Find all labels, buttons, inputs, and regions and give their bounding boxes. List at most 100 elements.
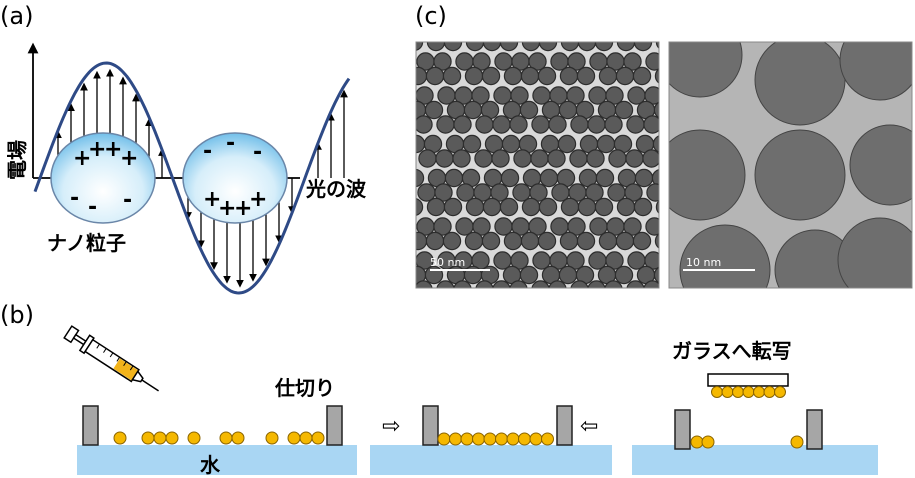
tem-particle	[605, 251, 624, 270]
nanoparticle	[449, 432, 462, 446]
tem-particle	[655, 200, 659, 214]
tem-particle	[675, 300, 692, 317]
tem-particle	[558, 100, 578, 120]
tem-particle	[570, 115, 589, 134]
tem-particle	[490, 183, 509, 202]
tem-particle	[531, 280, 550, 288]
tem-particle	[491, 149, 510, 168]
glass-substrate	[707, 373, 789, 387]
tem-particle	[642, 149, 659, 168]
tem-particle	[407, 300, 424, 317]
tem-particle	[566, 251, 585, 270]
nanoparticle-right	[182, 132, 288, 224]
nanoparticle	[495, 432, 508, 446]
tem-particle	[633, 197, 653, 217]
tem-particle	[513, 149, 532, 168]
nanoparticle	[506, 432, 520, 446]
nanoparticle	[265, 431, 279, 445]
tem-particle	[632, 66, 652, 86]
tem-particle	[435, 149, 454, 168]
tem-particle	[471, 86, 490, 105]
tem-particle	[481, 231, 501, 251]
tem-particle	[503, 231, 523, 251]
tem-particle	[570, 280, 589, 288]
tem-particle	[416, 168, 425, 188]
tem-particle	[509, 115, 528, 134]
tem-particle	[433, 217, 452, 236]
tem-particle	[559, 66, 579, 86]
tem-particle	[624, 183, 643, 202]
tem-particle	[436, 115, 455, 134]
tem-particle	[520, 66, 540, 86]
tem-particle	[754, 42, 846, 126]
tem-particle	[530, 149, 549, 168]
tem-particle	[475, 280, 494, 288]
tem-particle	[559, 231, 579, 251]
tem-particle	[463, 265, 483, 285]
tem-particle	[614, 265, 634, 285]
nanoparticle	[460, 432, 474, 446]
tem-particle	[623, 217, 642, 236]
water-trough-3	[632, 445, 878, 475]
tem-particle	[474, 149, 493, 168]
tem-particle	[643, 115, 659, 134]
tem-particle	[499, 197, 519, 217]
charge-minus: -	[203, 139, 212, 164]
tem-particle	[566, 86, 585, 105]
tem-particle	[669, 129, 746, 221]
tem-particle	[521, 197, 541, 217]
panel-b-label: (b)	[0, 301, 34, 329]
tem-particle	[634, 168, 654, 188]
tem-particle	[837, 217, 912, 288]
tem-particle	[652, 135, 659, 153]
nanoparticle	[231, 431, 245, 445]
nanoparticle	[529, 432, 543, 446]
nanoparticles-on-glass	[711, 386, 786, 398]
tem-particle	[416, 66, 428, 86]
tem-particle	[594, 197, 614, 217]
tem-particle	[595, 168, 615, 188]
charge-plus: +	[249, 187, 267, 212]
tem-particle	[444, 168, 464, 188]
left-particle-plus-charges: + + + +	[73, 137, 138, 171]
tem-particle	[576, 66, 596, 86]
tem-particle	[587, 280, 606, 288]
tem-particle	[472, 217, 491, 236]
tem-particle	[529, 183, 548, 202]
compress-arrow-left-icon: ⇦	[580, 414, 598, 439]
tem-particle	[531, 115, 550, 134]
tem-particle	[520, 231, 540, 251]
nanoparticle	[742, 386, 755, 398]
tem-particle	[614, 300, 631, 317]
tem-particle	[416, 198, 424, 216]
tem-particle	[442, 66, 462, 86]
tem-particle	[598, 66, 618, 86]
tem-particle	[645, 52, 659, 71]
charge-minus: -	[253, 140, 262, 165]
charge-minus: -	[70, 186, 79, 211]
tem-particle	[519, 100, 539, 120]
partition-label: 仕切り	[274, 376, 335, 400]
charge-minus: -	[123, 188, 132, 213]
partition-left-3	[674, 409, 691, 450]
tem-particle	[433, 52, 452, 71]
y-axis-label: 電場	[5, 140, 29, 180]
nanoparticle	[219, 431, 233, 445]
nanoparticle	[113, 431, 127, 445]
charge-plus: +	[218, 196, 236, 221]
charge-plus: +	[73, 146, 91, 171]
partition-left-1	[82, 405, 99, 446]
tem-particle	[754, 129, 846, 221]
tem-particle	[679, 224, 771, 288]
tem-particle	[424, 300, 441, 317]
tem-particle	[654, 68, 659, 84]
tem-particle	[416, 86, 434, 105]
tem-particle	[645, 217, 659, 236]
charge-plus: +	[104, 137, 122, 162]
scalebar-label-10nm: 10 nm	[686, 256, 721, 269]
nanoparticle	[483, 432, 497, 446]
tem-particle	[492, 280, 511, 288]
tem-particle	[492, 115, 511, 134]
nanoparticle	[518, 432, 531, 446]
tem-particle	[557, 134, 577, 154]
